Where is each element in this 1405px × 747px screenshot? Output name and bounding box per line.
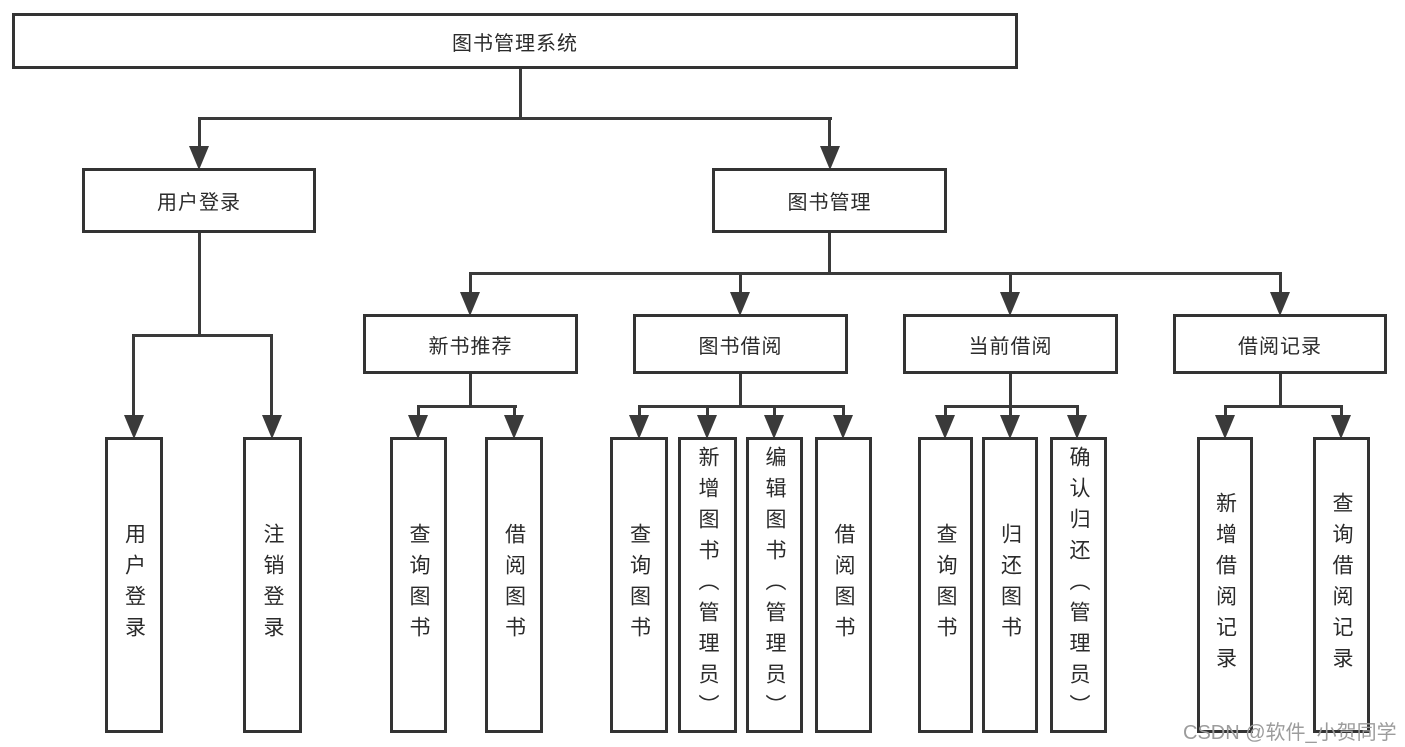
connector-stem-leaf-query-2 xyxy=(638,405,641,418)
arrowhead-leaf-login xyxy=(124,415,144,439)
leaf-logout: 注销登录 xyxy=(243,437,302,733)
connector-bus-level3 xyxy=(469,272,1282,275)
arrowhead-current-borrow xyxy=(1000,292,1020,316)
connector-stem-leaf-add-book xyxy=(706,405,709,418)
connector-bus-borrow-records xyxy=(1224,405,1342,408)
node-user-login-label: 用户登录 xyxy=(157,192,241,214)
connector-bus-book-borrow xyxy=(638,405,844,408)
arrowhead-leaf-borrow-2 xyxy=(833,415,853,439)
leaf-add-borrow-record: 新增借阅记录 xyxy=(1197,437,1253,733)
connector-bus-new-book xyxy=(417,405,517,408)
leaf-user-login: 用户登录 xyxy=(105,437,163,733)
leaf-borrow-book: 借阅图书 xyxy=(815,437,872,733)
connector-book-management-drop xyxy=(828,233,831,275)
leaf-edit-book-admin-label: 编辑图书（管理员） xyxy=(763,445,786,725)
connector-stem-new-book xyxy=(469,272,472,294)
leaf-return-book-label: 归还图书 xyxy=(998,523,1022,647)
leaf-query-book-current: 查询图书 xyxy=(918,437,973,733)
leaf-return-book: 归还图书 xyxy=(982,437,1038,733)
leaf-confirm-return-admin: 确认归还（管理员） xyxy=(1050,437,1107,733)
node-new-book-recommend: 新书推荐 xyxy=(363,314,578,374)
arrowhead-leaf-borrow-1 xyxy=(504,415,524,439)
leaf-borrow-book-recommend: 借阅图书 xyxy=(485,437,543,733)
connector-stem-user-login xyxy=(198,117,201,148)
arrowhead-leaf-return-book xyxy=(1000,415,1020,439)
leaf-add-borrow-record-label: 新增借阅记录 xyxy=(1213,492,1237,678)
connector-stem-leaf-query-record xyxy=(1340,405,1343,418)
node-book-management-label: 图书管理 xyxy=(787,192,872,214)
connector-stem-book-borrow xyxy=(739,272,742,294)
connector-current-borrow-drop xyxy=(1009,374,1012,408)
connector-stem-leaf-return-book xyxy=(1009,405,1012,418)
connector-stem-leaf-login xyxy=(132,334,135,418)
connector-stem-leaf-add-record xyxy=(1224,405,1227,418)
leaf-query-borrow-record-label: 查询借阅记录 xyxy=(1330,492,1353,678)
leaf-borrow-book-recommend-label: 借阅图书 xyxy=(502,523,526,647)
connector-new-book-drop xyxy=(469,374,472,408)
connector-stem-leaf-query-1 xyxy=(417,405,420,418)
connector-stem-leaf-edit-book xyxy=(773,405,776,418)
arrowhead-new-book xyxy=(460,292,480,316)
node-book-management: 图书管理 xyxy=(712,168,947,233)
arrowhead-leaf-query-1 xyxy=(408,415,428,439)
node-user-login: 用户登录 xyxy=(82,168,316,233)
arrowhead-leaf-query-2 xyxy=(629,415,649,439)
arrowhead-book-borrow xyxy=(730,292,750,316)
connector-bus-user-login xyxy=(132,334,273,337)
node-book-borrow: 图书借阅 xyxy=(633,314,848,374)
node-root-system-label: 图书管理系统 xyxy=(452,32,578,55)
connector-bus-level2 xyxy=(198,117,832,120)
leaf-query-borrow-record: 查询借阅记录 xyxy=(1313,437,1370,733)
leaf-logout-label: 注销登录 xyxy=(261,523,284,647)
arrowhead-leaf-query-3 xyxy=(935,415,955,439)
node-root-system: 图书管理系统 xyxy=(12,13,1018,69)
node-borrow-records: 借阅记录 xyxy=(1173,314,1387,374)
connector-stem-book-management xyxy=(828,117,831,148)
arrowhead-user-login xyxy=(189,146,209,170)
connector-stem-leaf-confirm-return xyxy=(1076,405,1079,418)
connector-stem-leaf-logout xyxy=(270,334,273,418)
arrowhead-leaf-add-record xyxy=(1215,415,1235,439)
connector-stem-leaf-borrow-1 xyxy=(513,405,516,418)
arrowhead-leaf-logout xyxy=(262,415,282,439)
arrowhead-book-management xyxy=(820,146,840,170)
leaf-query-book-borrow-label: 查询图书 xyxy=(627,523,651,647)
leaf-borrow-book-label: 借阅图书 xyxy=(832,523,855,647)
connector-stem-current-borrow xyxy=(1009,272,1012,294)
leaf-add-book-admin-label: 新增图书（管理员） xyxy=(696,445,719,725)
leaf-query-book-current-label: 查询图书 xyxy=(934,523,957,647)
leaf-query-book-borrow: 查询图书 xyxy=(610,437,668,733)
node-current-borrow-label: 当前借阅 xyxy=(968,335,1053,358)
connector-user-login-drop xyxy=(198,233,201,337)
arrowhead-leaf-query-record xyxy=(1331,415,1351,439)
connector-stem-leaf-borrow-2 xyxy=(842,405,845,418)
node-borrow-records-label: 借阅记录 xyxy=(1238,335,1322,358)
arrowhead-leaf-confirm-return xyxy=(1067,415,1087,439)
leaf-edit-book-admin: 编辑图书（管理员） xyxy=(746,437,803,733)
arrowhead-leaf-add-book xyxy=(697,415,717,439)
node-current-borrow: 当前借阅 xyxy=(903,314,1118,374)
leaf-confirm-return-admin-label: 确认归还（管理员） xyxy=(1067,445,1090,725)
leaf-user-login-label: 用户登录 xyxy=(122,523,146,647)
connector-stem-borrow-records xyxy=(1279,272,1282,294)
arrowhead-borrow-records xyxy=(1270,292,1290,316)
node-new-book-recommend-label: 新书推荐 xyxy=(428,335,513,358)
arrowhead-leaf-edit-book xyxy=(764,415,784,439)
leaf-query-book-recommend: 查询图书 xyxy=(390,437,447,733)
leaf-add-book-admin: 新增图书（管理员） xyxy=(678,437,737,733)
leaf-query-book-recommend-label: 查询图书 xyxy=(407,523,430,647)
csdn-watermark: CSDN @软件_小贺同学 xyxy=(1183,722,1397,744)
connector-stem-leaf-query-3 xyxy=(944,405,947,418)
connector-borrow-records-drop xyxy=(1279,374,1282,408)
node-book-borrow-label: 图书借阅 xyxy=(698,335,783,358)
connector-book-borrow-drop xyxy=(739,374,742,408)
connector-root-drop xyxy=(519,69,522,120)
